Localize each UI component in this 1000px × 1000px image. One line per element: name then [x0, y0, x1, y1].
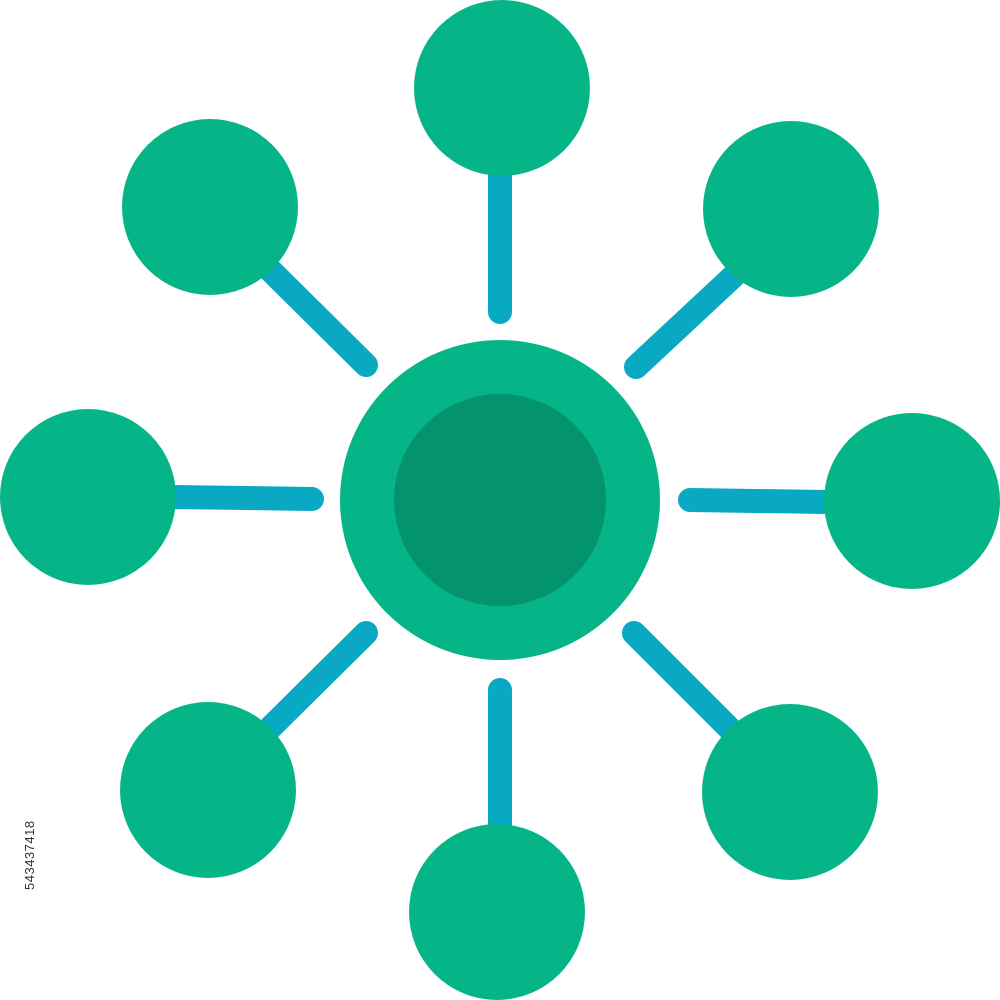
node-top-left [122, 119, 298, 295]
hub-inner-core [394, 394, 606, 606]
node-left [0, 409, 176, 585]
hub-node [340, 340, 660, 660]
node-right [824, 413, 1000, 589]
connectors [160, 158, 838, 838]
node-top [414, 0, 590, 176]
node-left-connector [160, 485, 324, 511]
node-bottom-right-connector [622, 621, 748, 747]
node-bottom [409, 824, 585, 1000]
node-bottom-left [120, 702, 296, 878]
node-bottom-right [702, 704, 878, 880]
node-right-connector [678, 488, 838, 514]
node-bottom-left-connector [253, 621, 378, 745]
node-top-right-connector [624, 258, 752, 379]
stock-id-label: 543437418 [22, 820, 37, 890]
node-top-left-connector [253, 253, 378, 377]
node-top-right [703, 121, 879, 297]
